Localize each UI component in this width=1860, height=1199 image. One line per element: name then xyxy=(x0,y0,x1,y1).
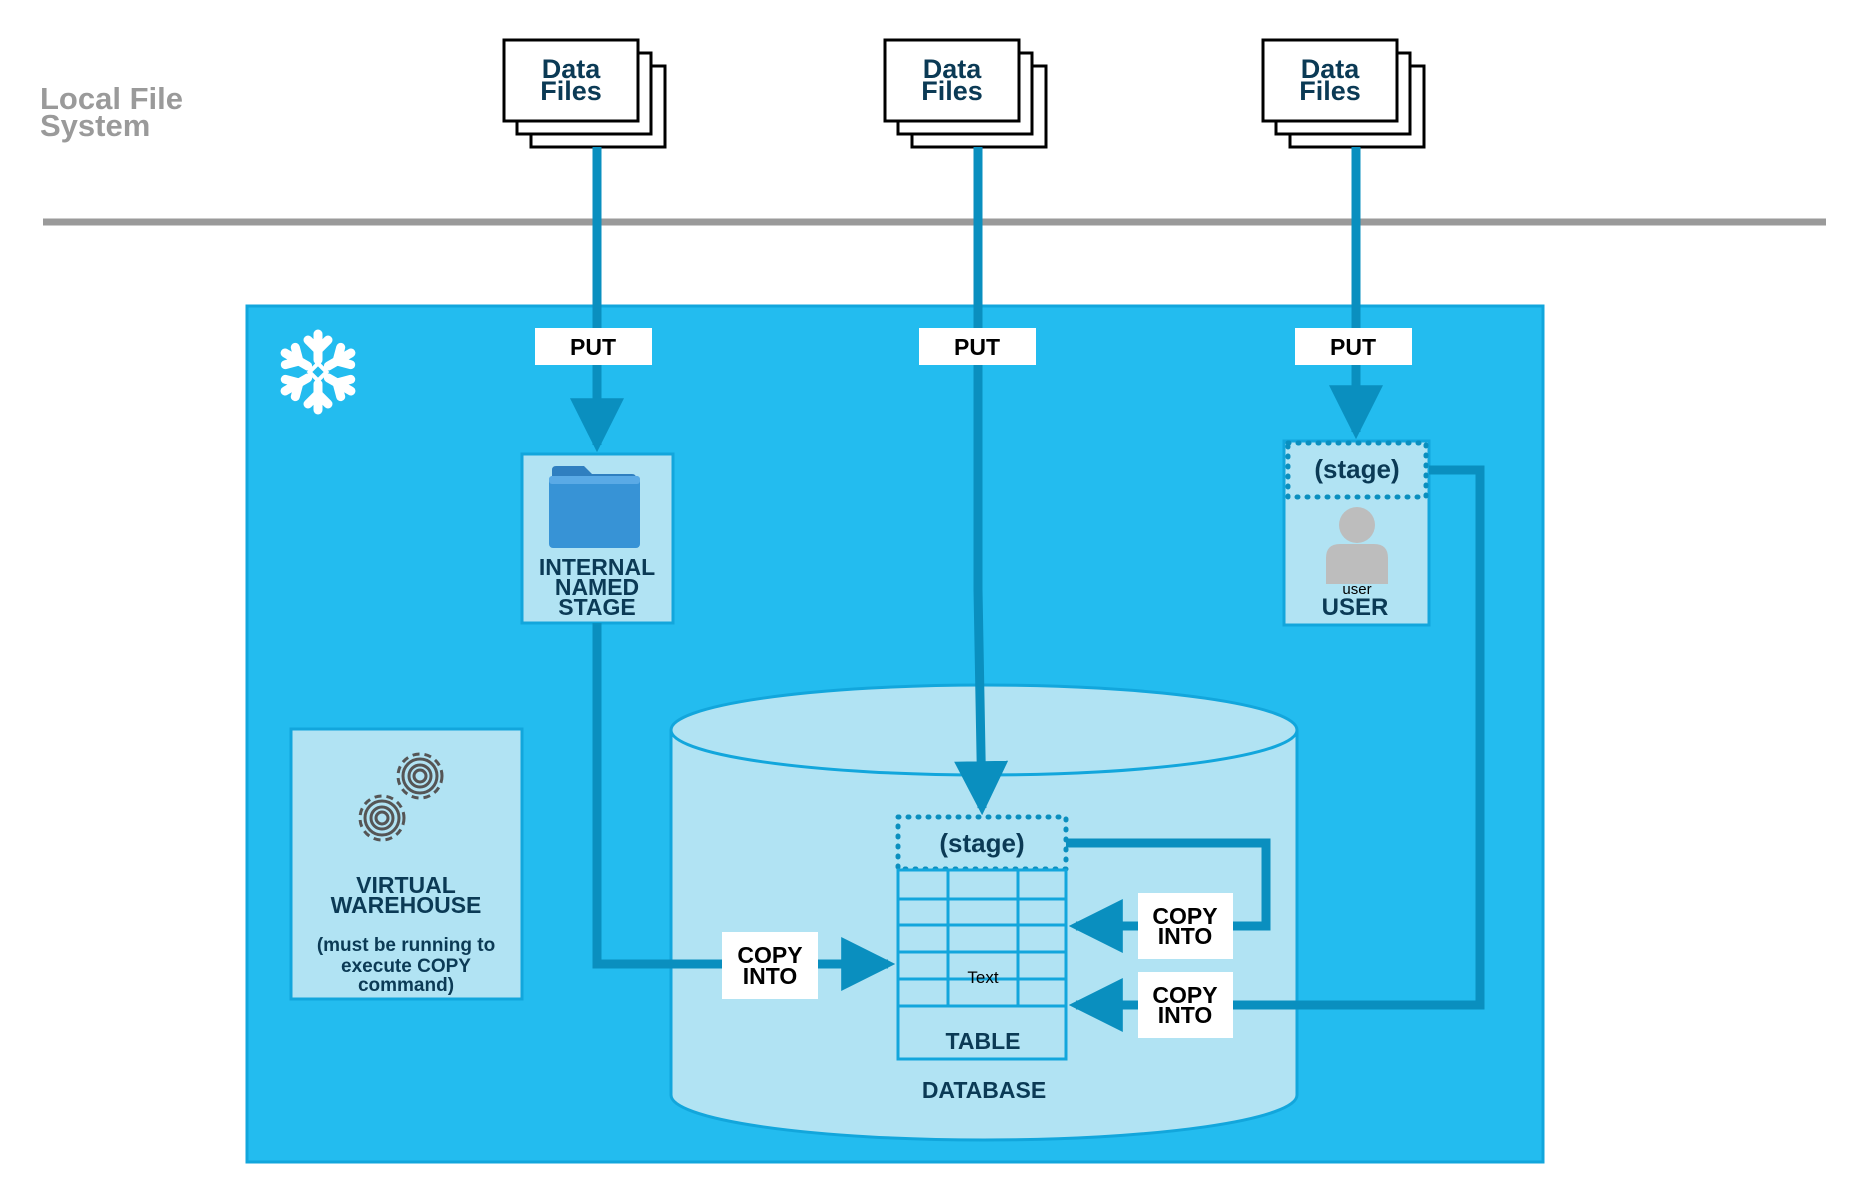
user-label: USER xyxy=(1322,594,1389,621)
internal-stage-line3: STAGE xyxy=(558,594,636,620)
copy-into-label-3-line1: COPY xyxy=(1152,982,1217,1008)
copy-into-label-1-line2: INTO xyxy=(743,963,798,989)
data-files-stack-1: Data Files xyxy=(502,38,667,149)
copy-into-label-2-box xyxy=(1138,893,1233,959)
internal-stage-line2: NAMED xyxy=(555,574,639,600)
data-files-1-line2: Files xyxy=(540,76,602,106)
put-label-1-box xyxy=(535,328,652,365)
put-label-2: PUT xyxy=(954,334,1000,360)
database-label: DATABASE xyxy=(922,1077,1046,1103)
put-arrow-2 xyxy=(954,147,1009,816)
warehouse-note-line2: execute COPY xyxy=(341,956,471,977)
user-avatar-icon xyxy=(1326,507,1388,584)
virtual-warehouse-box xyxy=(289,727,524,1001)
table-grid xyxy=(896,868,1068,1061)
user-stage-label: (stage) xyxy=(1314,454,1399,484)
put-label-1: PUT xyxy=(570,334,616,360)
put-label-2-box xyxy=(919,328,1036,365)
data-files-stack-2: Data Files xyxy=(883,38,1048,149)
data-files-3-line1: Data xyxy=(1301,54,1361,84)
data-files-2-line1: Data xyxy=(923,54,983,84)
local-fs-label-line2: System xyxy=(40,108,150,143)
warehouse-title-line2: WAREHOUSE xyxy=(331,892,482,918)
copy-into-label-1-box xyxy=(722,932,818,999)
table-stage-label: (stage) xyxy=(939,828,1024,858)
user-stage-dotted-area xyxy=(1285,440,1429,500)
snowflake-logo-icon xyxy=(280,329,356,415)
user-icon-caption: user xyxy=(1342,581,1371,598)
copy-into-label-1-line1: COPY xyxy=(737,942,802,968)
table-cell-text: Text xyxy=(967,968,998,987)
warehouse-note-line3: command) xyxy=(358,975,454,996)
copy-arrow-user-stage xyxy=(1068,465,1485,1032)
internal-stage-line1: INTERNAL xyxy=(539,554,655,580)
warehouse-title-line1: VIRTUAL xyxy=(356,872,456,898)
gears-icon xyxy=(358,752,444,842)
data-files-3-line2: Files xyxy=(1299,76,1361,106)
copy-into-label-3-box xyxy=(1138,972,1233,1038)
local-fs-label-line1: Local File xyxy=(40,81,183,116)
table-label: TABLE xyxy=(946,1028,1021,1054)
table-stage-dotted-area xyxy=(895,814,1069,872)
copy-into-label-2-line1: COPY xyxy=(1152,903,1217,929)
data-files-2-line2: Files xyxy=(921,76,983,106)
data-files-1-line1: Data xyxy=(542,54,602,84)
data-files-stack-3: Data Files xyxy=(1261,38,1426,149)
folder-icon xyxy=(549,466,640,548)
put-label-3-box xyxy=(1295,328,1412,365)
warehouse-note-line1: (must be running to xyxy=(317,935,495,956)
copy-into-label-3-line2: INTO xyxy=(1158,1002,1213,1028)
copy-into-label-2-line2: INTO xyxy=(1158,923,1213,949)
put-label-3: PUT xyxy=(1330,334,1376,360)
